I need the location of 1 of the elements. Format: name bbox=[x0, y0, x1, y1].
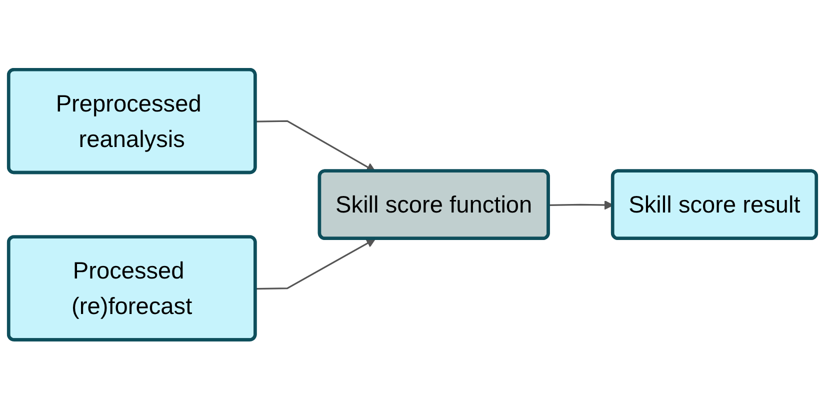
arrow bbox=[256, 238, 376, 290]
